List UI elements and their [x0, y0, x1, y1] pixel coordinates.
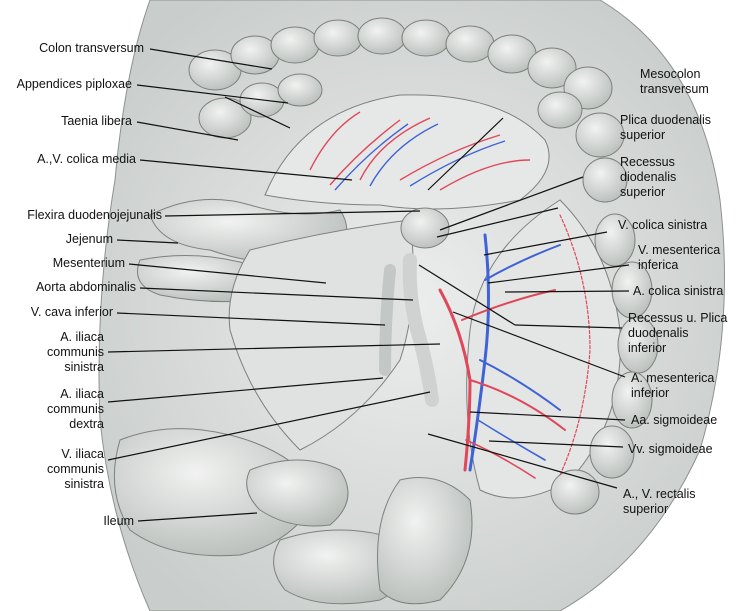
label-vv-sigmoideae: Vv. sigmoideae: [628, 442, 713, 456]
label-aorta-abdominalis: Aorta abdominalis: [35, 280, 136, 294]
mesocolon-transversum: [264, 94, 550, 210]
label-v-cava-inferior: V. cava inferior: [30, 305, 113, 319]
label-appendices-epiploicae: Appendices piploxae: [16, 77, 132, 91]
label-a-mesenterica-inferior: A. mesenterica inferior: [631, 371, 715, 400]
label-recessus-plica-duodenalis-inferior: Recessus u. Plica duodenalis inferior: [628, 311, 728, 355]
flexura-duodenojejunalis: [400, 207, 450, 249]
label-jejunum: Jejenum: [65, 232, 113, 246]
colon-descendens-haustra: [550, 213, 659, 515]
label-flexura-duodenojejunalis: Flexira duodenojejunalis: [27, 208, 162, 222]
label-plica-duodenalis-superior: Plica duodenalis superior: [620, 113, 712, 142]
label-mesocolon-transversum: Mesocolon transversum: [640, 67, 709, 96]
label-ileum: Ileum: [103, 514, 134, 528]
label-v-iliaca-communis-sinistra: V. iliaca communis sinistra: [47, 447, 104, 491]
label-colon-transversum: Colon transversum: [39, 41, 144, 55]
label-av-rectalis-superior: A., V. rectalis superior: [623, 487, 696, 516]
label-recessus-duodenalis-superior: Recessus diodenalis superior: [620, 155, 677, 199]
label-av-colica-media: A.,V. colica media: [37, 152, 136, 166]
leader-lines: [107, 48, 630, 522]
label-a-iliaca-communis-dextra: A. iliaca communis dextra: [47, 387, 104, 431]
mesocolic-vessels: [309, 111, 531, 191]
label-v-colica-sinistra: V. colica sinistra: [618, 218, 708, 232]
great-vessels: [379, 253, 439, 407]
label-aa-sigmoideae: Aa. sigmoideae: [631, 413, 718, 427]
label-a-iliaca-communis-sinistra: A. iliaca communis sinistra: [47, 330, 104, 374]
ileum-loops: [113, 428, 408, 605]
label-a-colica-sinistra: A. colica sinistra: [633, 284, 724, 298]
label-v-mesenterica-inferior: V. mesenterica inferica: [638, 243, 721, 272]
label-taenia-libera: Taenia libera: [61, 114, 132, 128]
mesenterium: [228, 219, 414, 451]
rectum: [377, 477, 473, 605]
label-mesenterium: Mesenterium: [52, 256, 125, 270]
